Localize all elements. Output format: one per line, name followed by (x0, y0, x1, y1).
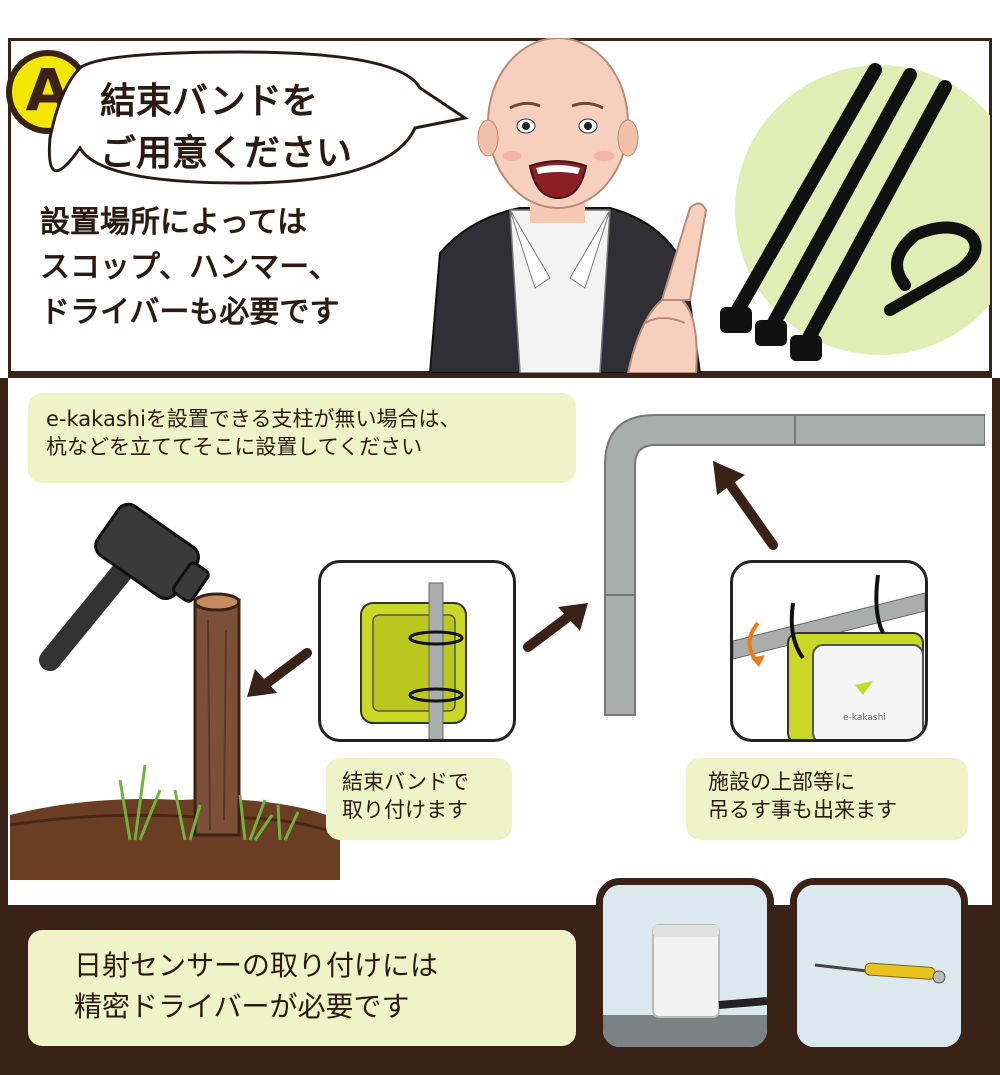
solar-sensor-callout-text: 日射センサーの取り付けには 精密ドライバーが必要です (74, 949, 439, 1023)
solar-sensor-callout: 日射センサーの取り付けには 精密ドライバーが必要です (28, 930, 576, 1046)
stake-callout-text: e-kakashiを設置できる支柱が無い場合は、 杭などを立ててそこに設置してく… (46, 407, 461, 460)
bubble-line2: ご用意ください (100, 133, 353, 174)
cable-tie-icon (720, 63, 990, 361)
tie-label-text: 結束バンドで 取り付けます (342, 770, 470, 823)
tie-thumbnail (318, 560, 516, 742)
arrow-icon (247, 648, 312, 697)
pipe-icon (604, 414, 985, 716)
hang-thumbnail: e-kakashi (730, 560, 928, 742)
divider (8, 373, 992, 378)
screwdriver-icon (797, 885, 961, 1047)
sensor-icon (360, 582, 467, 739)
hang-label-text: 施設の上部等に 吊るす事も出来ます (708, 770, 897, 823)
arrow-icon (523, 603, 588, 652)
stake-callout: e-kakashiを設置できる支柱が無い場合は、 杭などを立ててそこに設置してく… (28, 393, 576, 483)
tools-note: 設置場所によっては スコップ、ハンマー、 ドライバーも必要です (40, 205, 340, 330)
stake-icon (10, 592, 341, 880)
presenter-illustration (428, 38, 708, 373)
screwdriver-photo (790, 878, 968, 1054)
hang-label: 施設の上部等に 吊るす事も出来ます (686, 758, 968, 840)
speech-bubble (47, 50, 469, 185)
device-brand-label: e-kakashi (843, 713, 886, 723)
sensor-photo (596, 878, 774, 1054)
arrow-icon (713, 461, 778, 550)
frame-left (0, 378, 8, 908)
hammer-icon (39, 502, 210, 671)
tie-label: 結束バンドで 取り付けます (326, 758, 512, 840)
frame-right (992, 378, 1000, 908)
bubble-line1: 結束バンドを (100, 81, 318, 122)
sensor-icon (603, 885, 767, 1047)
